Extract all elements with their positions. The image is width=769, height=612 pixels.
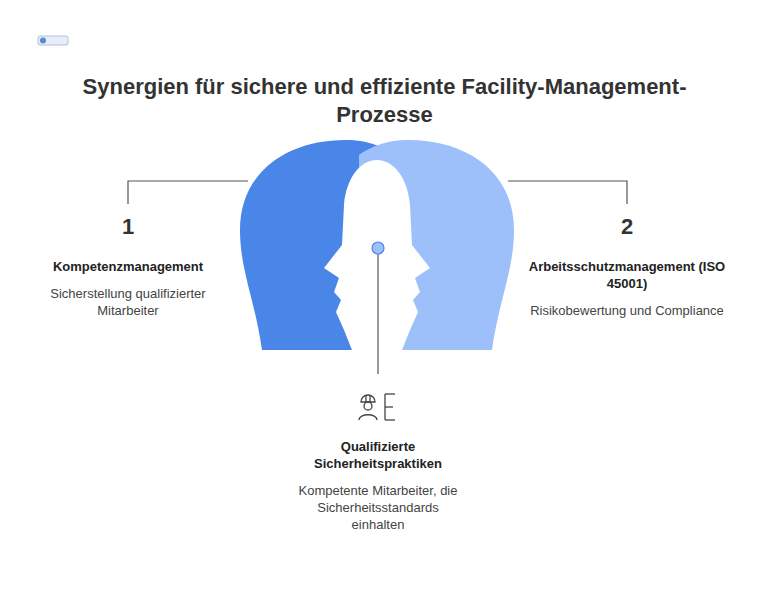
face-profile — [324, 160, 430, 350]
text-node: Qualifizierte SicherheitspraktikenKompet… — [293, 438, 463, 533]
text-node: KompetenzmanagementSicherstellung qualif… — [43, 258, 213, 319]
node-body: Kompetente Mitarbeiter, die Sicherheitss… — [293, 482, 463, 533]
node-body: Sicherstellung qualifizierter Mitarbeite… — [43, 285, 213, 319]
node-heading: Arbeitsschutzmanagement (ISO 45001) — [527, 258, 727, 292]
diagram-title: Synergien für sichere und effiziente Fac… — [40, 73, 729, 129]
text-node: Arbeitsschutzmanagement (ISO 45001) Risik… — [527, 258, 727, 319]
node-heading: Kompetenzmanagement — [43, 258, 213, 275]
worker-icon — [359, 394, 395, 420]
callout-number: 2 — [607, 214, 647, 240]
leader-line — [508, 181, 627, 204]
focus-dot — [372, 242, 384, 254]
node-heading: Qualifizierte Sicherheitspraktiken — [293, 438, 463, 472]
callout-number: 1 — [108, 214, 148, 240]
leader-line — [128, 181, 248, 204]
node-body: Risikobewertung und Compliance — [527, 302, 727, 319]
logo — [38, 36, 68, 45]
leader-line — [377, 254, 378, 374]
